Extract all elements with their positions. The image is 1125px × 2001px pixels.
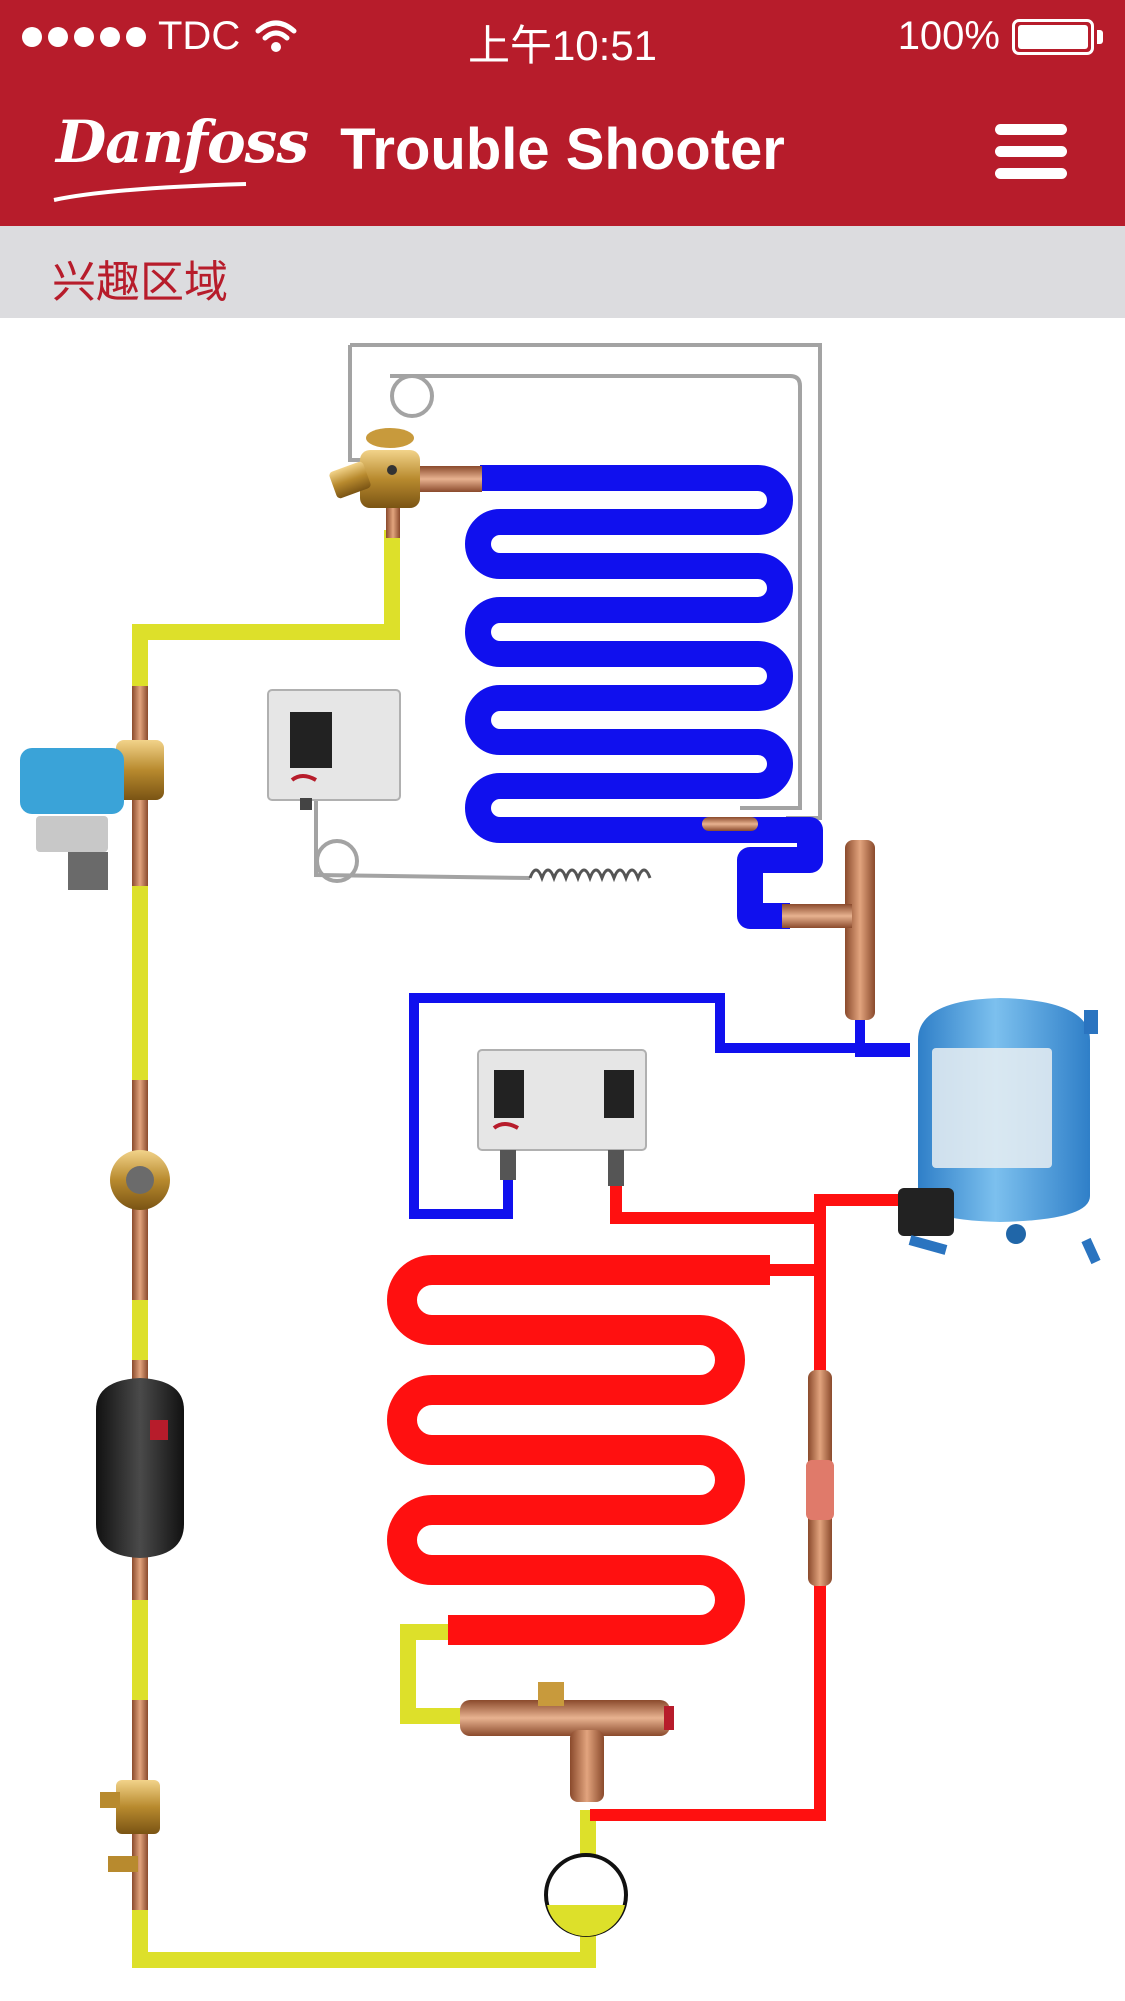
receiver[interactable]	[544, 1853, 628, 1937]
status-left: TDC	[22, 14, 298, 59]
dual-pressure-switch[interactable]	[477, 1049, 647, 1186]
capillary-coil	[528, 868, 652, 883]
signal-strength-icon	[22, 26, 146, 47]
status-bar: TDC 上午10:51 100%	[0, 0, 1125, 80]
pressure-regulator[interactable]	[460, 1682, 674, 1802]
logo-swoosh-icon	[53, 182, 247, 202]
check-valve[interactable]	[806, 1370, 834, 1586]
battery-icon	[1012, 18, 1094, 55]
condenser-coil[interactable]	[387, 1255, 770, 1645]
compressor[interactable]	[898, 998, 1101, 1265]
hamburger-menu-icon[interactable]	[995, 124, 1067, 180]
suction-fitting[interactable]	[782, 840, 875, 1020]
carrier-name: TDC	[158, 14, 241, 58]
danfoss-logo: Danfoss	[56, 108, 309, 176]
pressure-switch[interactable]	[267, 689, 401, 810]
wifi-icon	[255, 20, 297, 52]
evaporator-coil[interactable]	[465, 465, 823, 929]
app-header: Danfoss Trouble Shooter	[0, 80, 1125, 226]
section-label: 兴趣区域	[52, 258, 228, 307]
battery-percent: 100%	[897, 14, 1000, 58]
sensor-bulb	[702, 817, 758, 831]
expansion-valve[interactable]	[328, 428, 482, 538]
status-right: 100%	[898, 14, 1103, 59]
page-title: Trouble Shooter	[340, 117, 785, 182]
status-time: 上午10:51	[467, 22, 658, 69]
sight-glass[interactable]	[110, 1080, 170, 1300]
filter-drier[interactable]	[96, 1360, 184, 1600]
solenoid-valve[interactable]	[20, 686, 164, 890]
section-bar: 兴趣区域	[0, 226, 1125, 318]
refrigeration-diagram	[20, 343, 1101, 1968]
shut-off-valve[interactable]	[100, 1700, 160, 1910]
suction-line	[409, 993, 910, 1219]
